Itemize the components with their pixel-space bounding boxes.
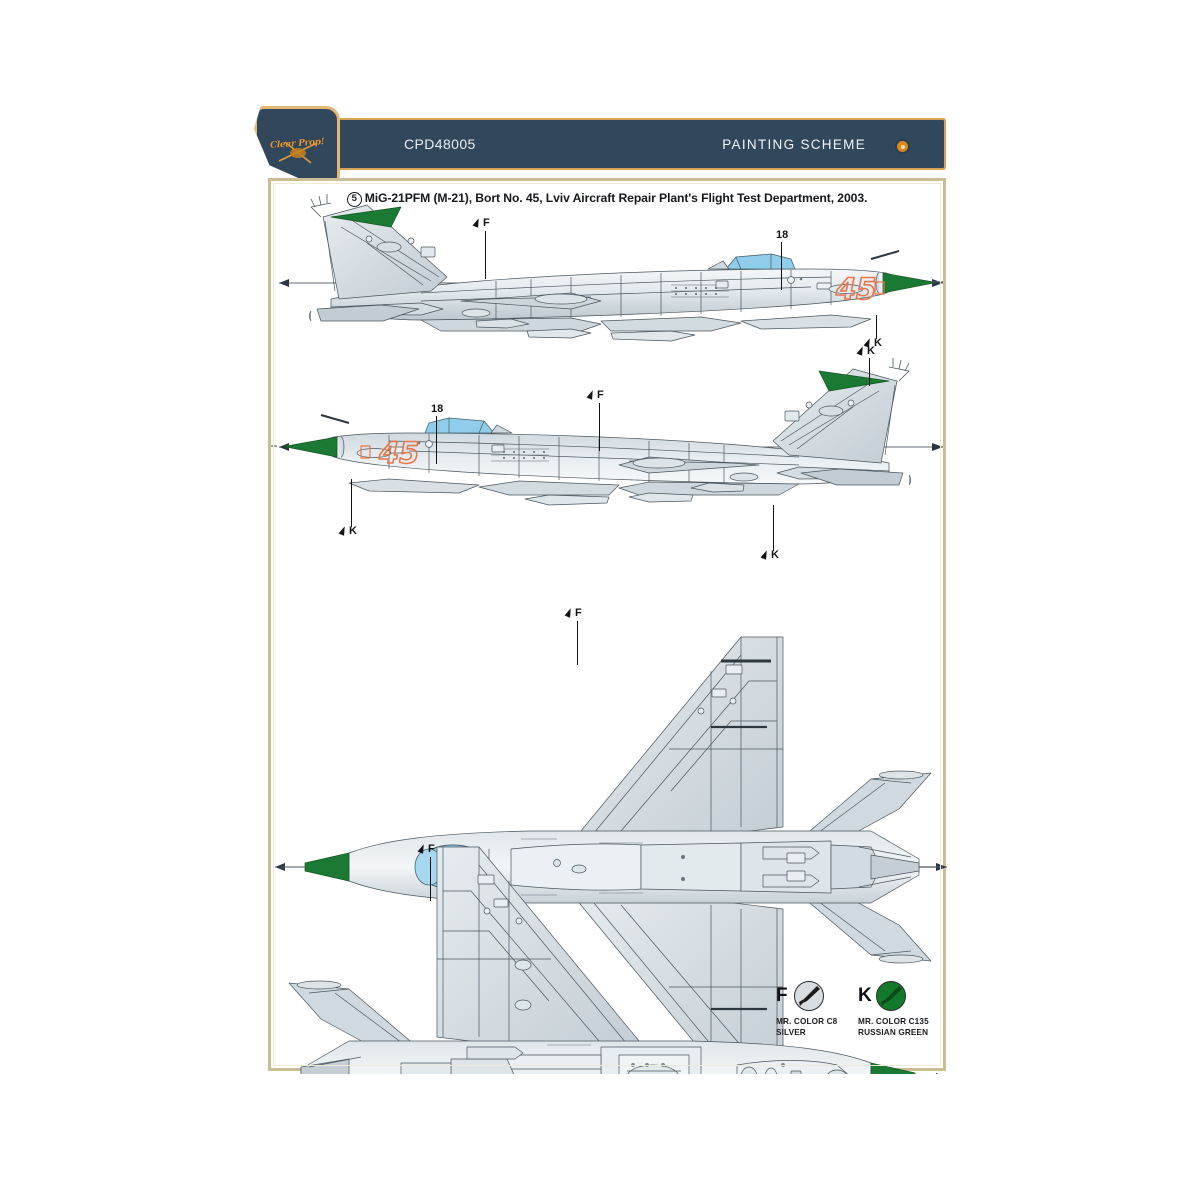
legend-key-F: F <box>776 985 788 1006</box>
scheme-number-badge: 5 <box>346 192 362 207</box>
propeller-icon <box>278 141 318 164</box>
paint-brush-icon <box>799 986 820 1006</box>
svg-text:45: 45 <box>378 436 419 470</box>
aircraft-artwork: 45 <box>271 181 949 1074</box>
kit-code-label: CPD48005 <box>404 136 476 152</box>
header-bar: CPD48005 PAINTING SCHEME <box>306 118 946 170</box>
legend-paint-code-K: MR. COLOR C135 <box>858 1017 929 1026</box>
legend-paint-name-K: RUSSIAN GREEN <box>858 1027 929 1037</box>
legend-paint-name-F: SILVER <box>776 1027 806 1037</box>
scheme-caption-text: MiG-21PFM (M-21), Bort No. 45, Lviv Airc… <box>364 191 868 205</box>
section-title: PAINTING SCHEME <box>722 137 866 152</box>
legend-key-K: K <box>858 985 872 1006</box>
svg-text:45: 45 <box>835 272 876 306</box>
paint-brush-icon <box>881 986 902 1006</box>
orange-dot-icon <box>895 139 910 154</box>
brand-logo-badge: Clear Prop! <box>254 106 340 182</box>
page-header: CPD48005 PAINTING SCHEME Clear Prop! <box>254 106 946 182</box>
legend-paint-code-F: MR. COLOR C8 <box>776 1017 838 1026</box>
legend-swatch-green <box>876 981 906 1011</box>
